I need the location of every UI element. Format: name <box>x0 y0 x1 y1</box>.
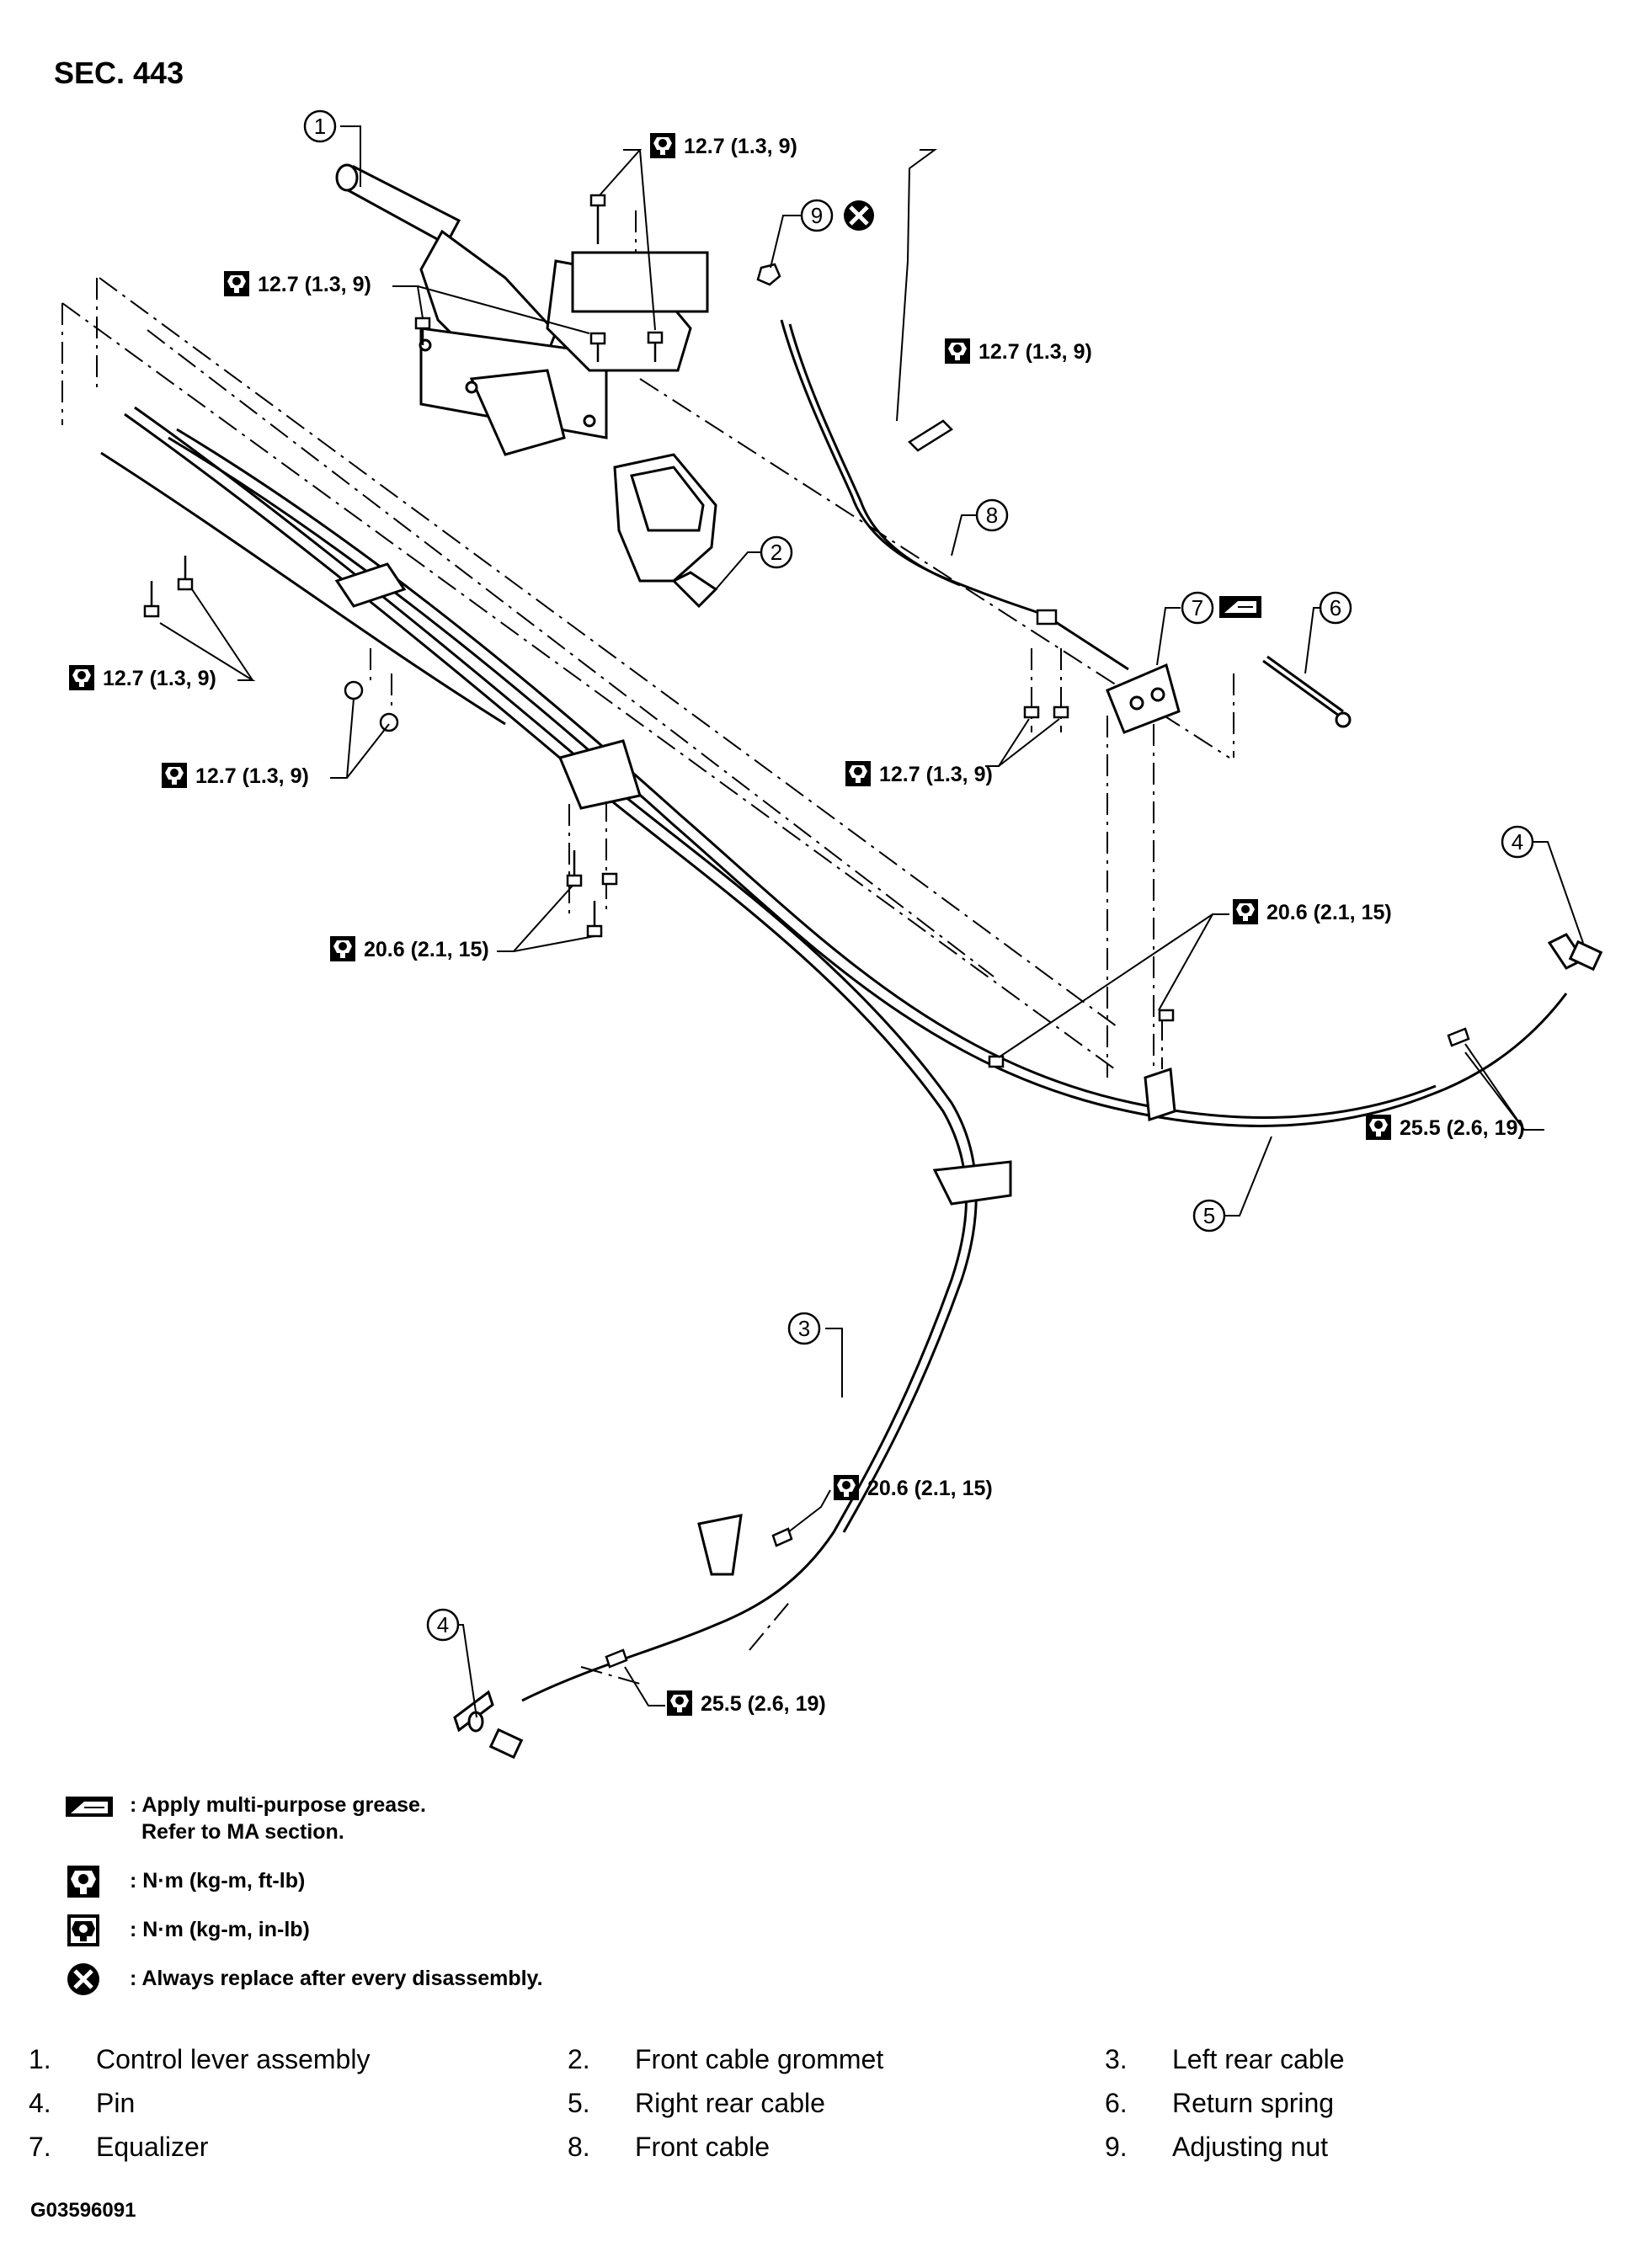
adjusting-nut <box>756 263 781 286</box>
part-number: 5. <box>568 2088 590 2118</box>
callout-number: 4 <box>437 1612 449 1637</box>
replace-icon <box>67 1963 99 1995</box>
part-number: 4. <box>29 2088 51 2118</box>
part-name: Return spring <box>1172 2088 1335 2118</box>
callout-number: 3 <box>798 1316 810 1341</box>
torque-label: 12.7 (1.3, 9) <box>195 764 309 788</box>
legend-line: Refer to MA section. <box>141 1820 344 1844</box>
return-spring <box>1262 655 1352 728</box>
front-cable-grommet <box>613 453 718 609</box>
guide-lines <box>61 210 1234 1685</box>
equalizer <box>1106 663 1181 734</box>
part-name: Front cable grommet <box>635 2044 884 2074</box>
part-name: Equalizer <box>96 2132 209 2162</box>
part-number: 9. <box>1105 2132 1128 2162</box>
legend-line: : Apply multi-purpose grease. <box>130 1793 426 1817</box>
replace-icon <box>844 200 874 231</box>
legend-row-grease: : Apply multi-purpose grease. Refer to M… <box>66 1788 824 1864</box>
callout-numbers: 1 2 3 4 5 6 7 8 9 4 <box>314 114 1523 1637</box>
part-number: 8. <box>568 2132 590 2162</box>
legend-text: : N·m (kg-m, in-lb) <box>130 1918 310 1941</box>
part-name: Adjusting nut <box>1172 2132 1329 2162</box>
legend-text: : Always replace after every disassembly… <box>130 1967 543 1990</box>
callout-number: 4 <box>1512 829 1523 854</box>
torque-labels: 12.7 (1.3, 9) 12.7 (1.3, 9) 12.7 (1.3, 9… <box>103 135 1525 1716</box>
callout-number: 1 <box>314 114 326 139</box>
torque-label: 12.7 (1.3, 9) <box>684 135 797 158</box>
part-name: Left rear cable <box>1172 2044 1345 2074</box>
torque-label: 25.5 (2.6, 19) <box>701 1692 826 1716</box>
callout-number: 8 <box>986 503 998 528</box>
callout-number: 2 <box>771 540 782 565</box>
callout-number: 5 <box>1203 1203 1215 1228</box>
part-name: Right rear cable <box>635 2088 825 2118</box>
torque-label: 12.7 (1.3, 9) <box>879 763 993 786</box>
part-number: 3. <box>1105 2044 1128 2074</box>
torque-label: 12.7 (1.3, 9) <box>103 667 216 690</box>
callout-circles <box>303 109 1534 1642</box>
cable-pins <box>453 933 1603 1760</box>
torque-label: 20.6 (2.1, 15) <box>867 1477 993 1500</box>
grease-icon <box>66 1797 113 1817</box>
section-label: SEC. 443 <box>54 56 184 90</box>
torque-label: 12.7 (1.3, 9) <box>258 273 371 296</box>
part-name: Control lever assembly <box>96 2044 371 2074</box>
rear-cable-bolts <box>143 556 1470 1669</box>
part-name: Front cable <box>635 2132 771 2162</box>
front-cable-bolts <box>908 419 1069 719</box>
lever-bolts <box>414 194 664 362</box>
callout-leaders <box>340 125 1584 1718</box>
torque-icons <box>69 133 1391 1716</box>
part-number: 6. <box>1105 2088 1128 2118</box>
torque-label: 12.7 (1.3, 9) <box>978 340 1092 364</box>
legend-row-replace: : Always replace after every disassembly… <box>66 1962 824 2010</box>
part-number: 1. <box>29 2044 51 2074</box>
grease-icon <box>1219 596 1261 618</box>
callout-number: 6 <box>1330 595 1341 620</box>
legend-row-inlb: : N·m (kg-m, in-lb) <box>66 1913 824 1962</box>
part-number: 7. <box>29 2132 51 2162</box>
torque-label: 20.6 (2.1, 15) <box>1266 901 1392 924</box>
callout-number: 7 <box>1192 595 1203 620</box>
torque-ftlb-icon <box>67 1866 99 1898</box>
symbol-legend: : Apply multi-purpose grease. Refer to M… <box>66 1788 824 2010</box>
part-number: 2. <box>568 2044 590 2074</box>
legend-text: : Apply multi-purpose grease. Refer to M… <box>130 1792 426 1845</box>
legend-text: : N·m (kg-m, ft-lb) <box>130 1869 306 1893</box>
legend-row-ftlb: : N·m (kg-m, ft-lb) <box>66 1864 824 1913</box>
part-name: Pin <box>96 2088 136 2118</box>
front-cable <box>780 319 1129 671</box>
torque-label: 25.5 (2.6, 19) <box>1400 1116 1525 1140</box>
control-lever-assembly <box>335 163 709 456</box>
figure-id: G03596091 <box>30 2199 136 2222</box>
leader-lines <box>159 149 1544 1706</box>
torque-label: 20.6 (2.1, 15) <box>364 938 489 961</box>
cable-brackets <box>334 562 1176 1576</box>
torque-inlb-icon <box>67 1914 99 1946</box>
callout-number: 9 <box>811 203 823 228</box>
